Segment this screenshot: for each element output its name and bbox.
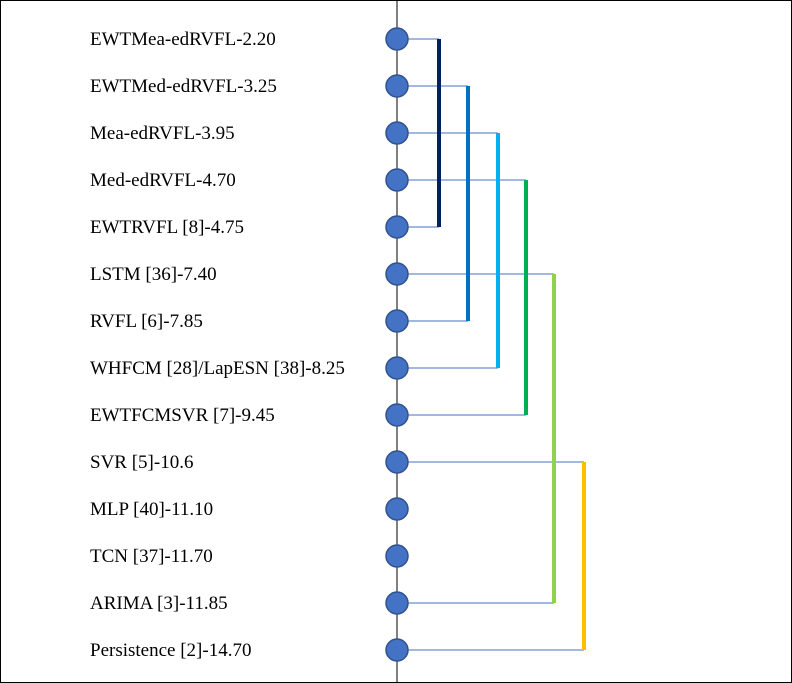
method-node [385,356,409,380]
method-label: Mea-edRVFL-3.95 [90,123,235,144]
method-node [385,497,409,521]
method-node [385,168,409,192]
method-node [385,309,409,333]
method-labels: EWTMea-edRVFL-2.20EWTMed-edRVFL-3.25Mea-… [90,29,345,661]
method-node [385,27,409,51]
method-node [385,638,409,662]
method-label: Med-edRVFL-4.70 [90,170,236,191]
method-label: EWTRVFL [8]-4.75 [90,217,244,238]
method-label: ARIMA [3]-11.85 [90,593,228,614]
method-label: EWTMed-edRVFL-3.25 [90,76,277,97]
method-node [385,450,409,474]
method-label: EWTFCMSVR [7]-9.45 [90,405,275,426]
method-node [385,544,409,568]
group-bars [437,39,586,650]
method-label: WHFCM [28]/LapESN [38]-8.25 [90,358,345,379]
method-label: EWTMea-edRVFL-2.20 [90,29,276,50]
method-node [385,591,409,615]
method-node [385,403,409,427]
method-label: SVR [5]-10.6 [90,452,193,473]
method-label: Persistence [2]-14.70 [90,640,251,661]
method-node [385,262,409,286]
method-node [385,215,409,239]
method-label: MLP [40]-11.10 [90,499,213,520]
method-label: TCN [37]-11.70 [90,546,213,567]
method-node [385,74,409,98]
method-nodes [385,27,409,662]
method-label: RVFL [6]-7.85 [90,311,203,332]
method-node [385,121,409,145]
method-label: LSTM [36]-7.40 [90,264,217,285]
